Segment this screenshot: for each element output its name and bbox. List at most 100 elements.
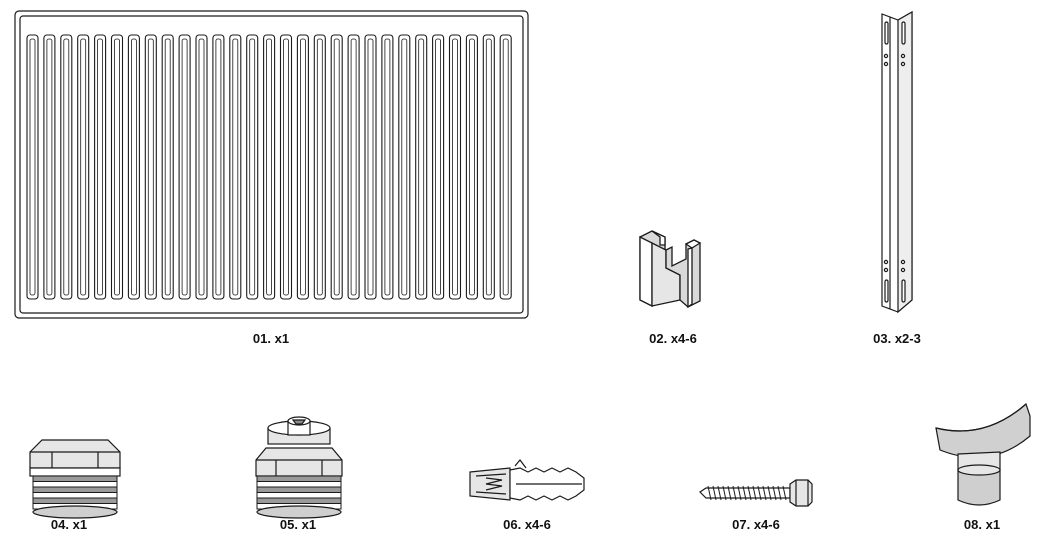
screw-thread [757,485,762,501]
radiator-fin [364,34,377,300]
radiator-fin-inner [350,38,357,296]
screw-thread [712,485,717,501]
radiator-fin [127,34,140,300]
screw-thread [782,485,787,501]
radiator-fin-inner [502,38,509,296]
radiator-fin-inner [299,38,306,296]
thread-ring [32,497,118,504]
radiator-fin-inner [114,38,120,296]
spacer-clip-drawing [639,230,702,309]
vent-key-label: 08. x1 [963,517,1001,532]
radiator-fin-inner [468,38,475,296]
screw-thread [767,485,772,501]
radiator-fin [26,34,39,300]
wall-plug-drawing [469,459,585,501]
radiator-fin-inner [80,38,87,296]
radiator-fin-inner [232,38,239,296]
wall-bracket-label: 03. x2-3 [873,331,921,346]
radiator-fin-inner [198,38,205,296]
screw-thread [707,485,712,501]
radiator-fin [212,34,225,300]
radiator-fin-inner [283,38,289,296]
screw-thread [762,485,767,501]
screw-thread [772,485,777,501]
radiator-fin-inner [266,38,273,296]
thread-ring [32,481,118,488]
wall-bracket-drawing [881,10,913,314]
radiator-fin [178,34,191,300]
thread-ring [32,492,118,499]
screw-thread [747,485,752,501]
wall-plug-label: 06. x4-6 [503,517,551,532]
blind-plug-drawing [29,439,121,519]
thread-ring [256,497,342,504]
radiator-fin-inner [63,38,70,296]
radiator-fin-inner [418,38,425,296]
thread-ring [256,481,342,488]
radiator-fin [415,34,428,300]
radiator-fin [279,34,293,300]
radiator-fin [43,34,56,300]
radiator-fin [398,34,411,300]
radiator-fin-inner [333,38,340,296]
screw-thread [717,485,722,501]
radiator-fin [144,34,157,300]
radiator-fin-inner [164,38,171,296]
screw-thread [752,485,757,501]
screw-thread [777,485,782,501]
screw-drawing [699,479,813,507]
radiator-fin [229,34,242,300]
screw-thread [737,485,742,501]
radiator-fin [110,34,124,300]
radiator-fin [77,34,90,300]
radiator-fin [246,34,259,300]
radiator-fin [499,34,512,300]
radiator-fin-inner [316,38,323,296]
air-vent-plug-drawing [255,416,343,519]
radiator-fin-inner [215,38,222,296]
radiator-fin [296,34,309,300]
vent-key-drawing [935,402,1031,506]
radiator-fin [60,34,73,300]
radiator-fin [195,34,208,300]
thread-ring [32,486,118,493]
thread-ring [32,475,118,482]
radiator-fin-inner [367,38,374,296]
radiator-fin-inner [485,38,492,296]
radiator-fin-inner [46,38,53,296]
screw-label: 07. x4-6 [732,517,780,532]
radiator-fin [448,34,462,300]
radiator-panel-label: 01. x1 [252,331,290,346]
thread-ring [256,486,342,493]
radiator-fin [313,34,326,300]
radiator-fin [347,34,360,300]
radiator-fin [465,34,478,300]
radiator-fin-inner [401,38,408,296]
screw-thread [727,485,732,501]
radiator-fin [330,34,343,300]
radiator-fin-inner [29,38,36,296]
radiator-fin-inner [452,38,458,296]
screw-thread [722,485,727,501]
radiator-fin [482,34,495,300]
screw-thread [732,485,737,501]
air-vent-plug-label: 05. x1 [279,517,317,532]
radiator-fin-inner [147,38,154,296]
radiator-fin [161,34,174,300]
radiator-fin-inner [97,38,103,296]
radiator-fin-inner [384,38,391,296]
radiator-fin-inner [181,38,188,296]
radiator-panel-drawing [14,10,529,319]
screw-thread [742,485,747,501]
radiator-fin-inner [249,38,256,296]
radiator-fin [263,34,276,300]
blind-plug-label: 04. x1 [50,517,88,532]
thread-ring [256,492,342,499]
spacer-clip-label: 02. x4-6 [649,331,697,346]
radiator-fin-inner [130,38,137,296]
thread-ring [256,475,342,482]
radiator-fin [94,34,107,300]
radiator-fin [432,34,445,300]
radiator-fin-inner [435,38,442,296]
